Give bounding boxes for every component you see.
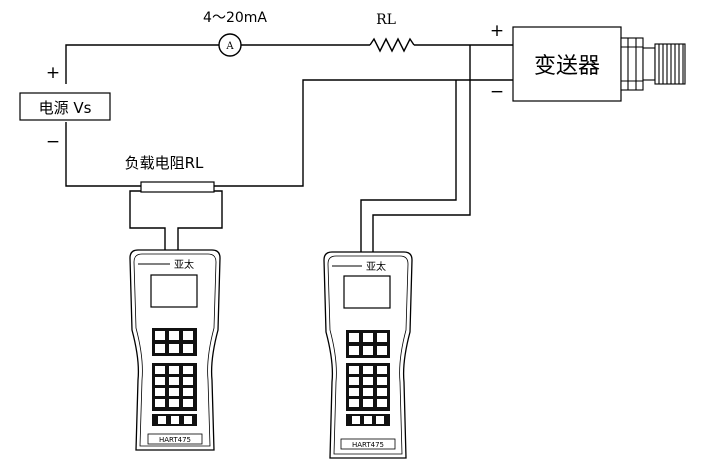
load-resistor-body [140, 181, 215, 193]
transmitter: 变送器 + − [490, 21, 686, 102]
series-resistor-label: RL [376, 12, 396, 28]
communicator-screen-right [343, 275, 391, 309]
power-supply-label: 电源 Vs [39, 99, 92, 117]
wire-transmitter-negative [214, 79, 513, 187]
wire-comm1-lead-a [129, 190, 166, 250]
wire-supply-positive [65, 44, 219, 84]
resistor-zigzag [369, 37, 415, 53]
transmitter-minus-sign: − [490, 82, 504, 102]
communicator-model-left: HART475 [159, 436, 191, 444]
power-supply: 电源 Vs + − [19, 63, 111, 152]
ammeter-range-label: 4～20mA [203, 10, 267, 26]
wires [65, 44, 513, 252]
supply-minus-sign: − [46, 132, 60, 152]
wire-comm2-lead-a [360, 80, 457, 252]
supply-plus-sign: + [46, 63, 60, 83]
process-fitting [620, 37, 686, 91]
wire-load-to-supply-negative [65, 122, 141, 187]
load-resistor: 负载电阻RL [125, 154, 215, 193]
communicator-brand-left: 亚太 [174, 258, 194, 271]
hart-communicator-right: 亚太 HART475 [323, 251, 413, 459]
wire-comm1-lead-b [177, 190, 223, 250]
ammeter-symbol: A [225, 41, 234, 52]
load-resistor-label: 负载电阻RL [125, 154, 204, 172]
power-supply-box [19, 92, 111, 121]
ammeter: A 4～20mA [203, 10, 267, 57]
ammeter-circle [218, 33, 242, 57]
hart-communicator-left: 亚太 HART475 [129, 249, 221, 451]
communicator-screen-left [150, 274, 198, 308]
communicator-model-right: HART475 [352, 441, 384, 449]
series-resistor: RL [369, 12, 415, 53]
communicator-brand-right: 亚太 [366, 260, 386, 273]
transmitter-plus-sign: + [490, 21, 504, 41]
transmitter-label: 变送器 [534, 54, 600, 79]
wire-comm2-lead-b [372, 45, 471, 252]
